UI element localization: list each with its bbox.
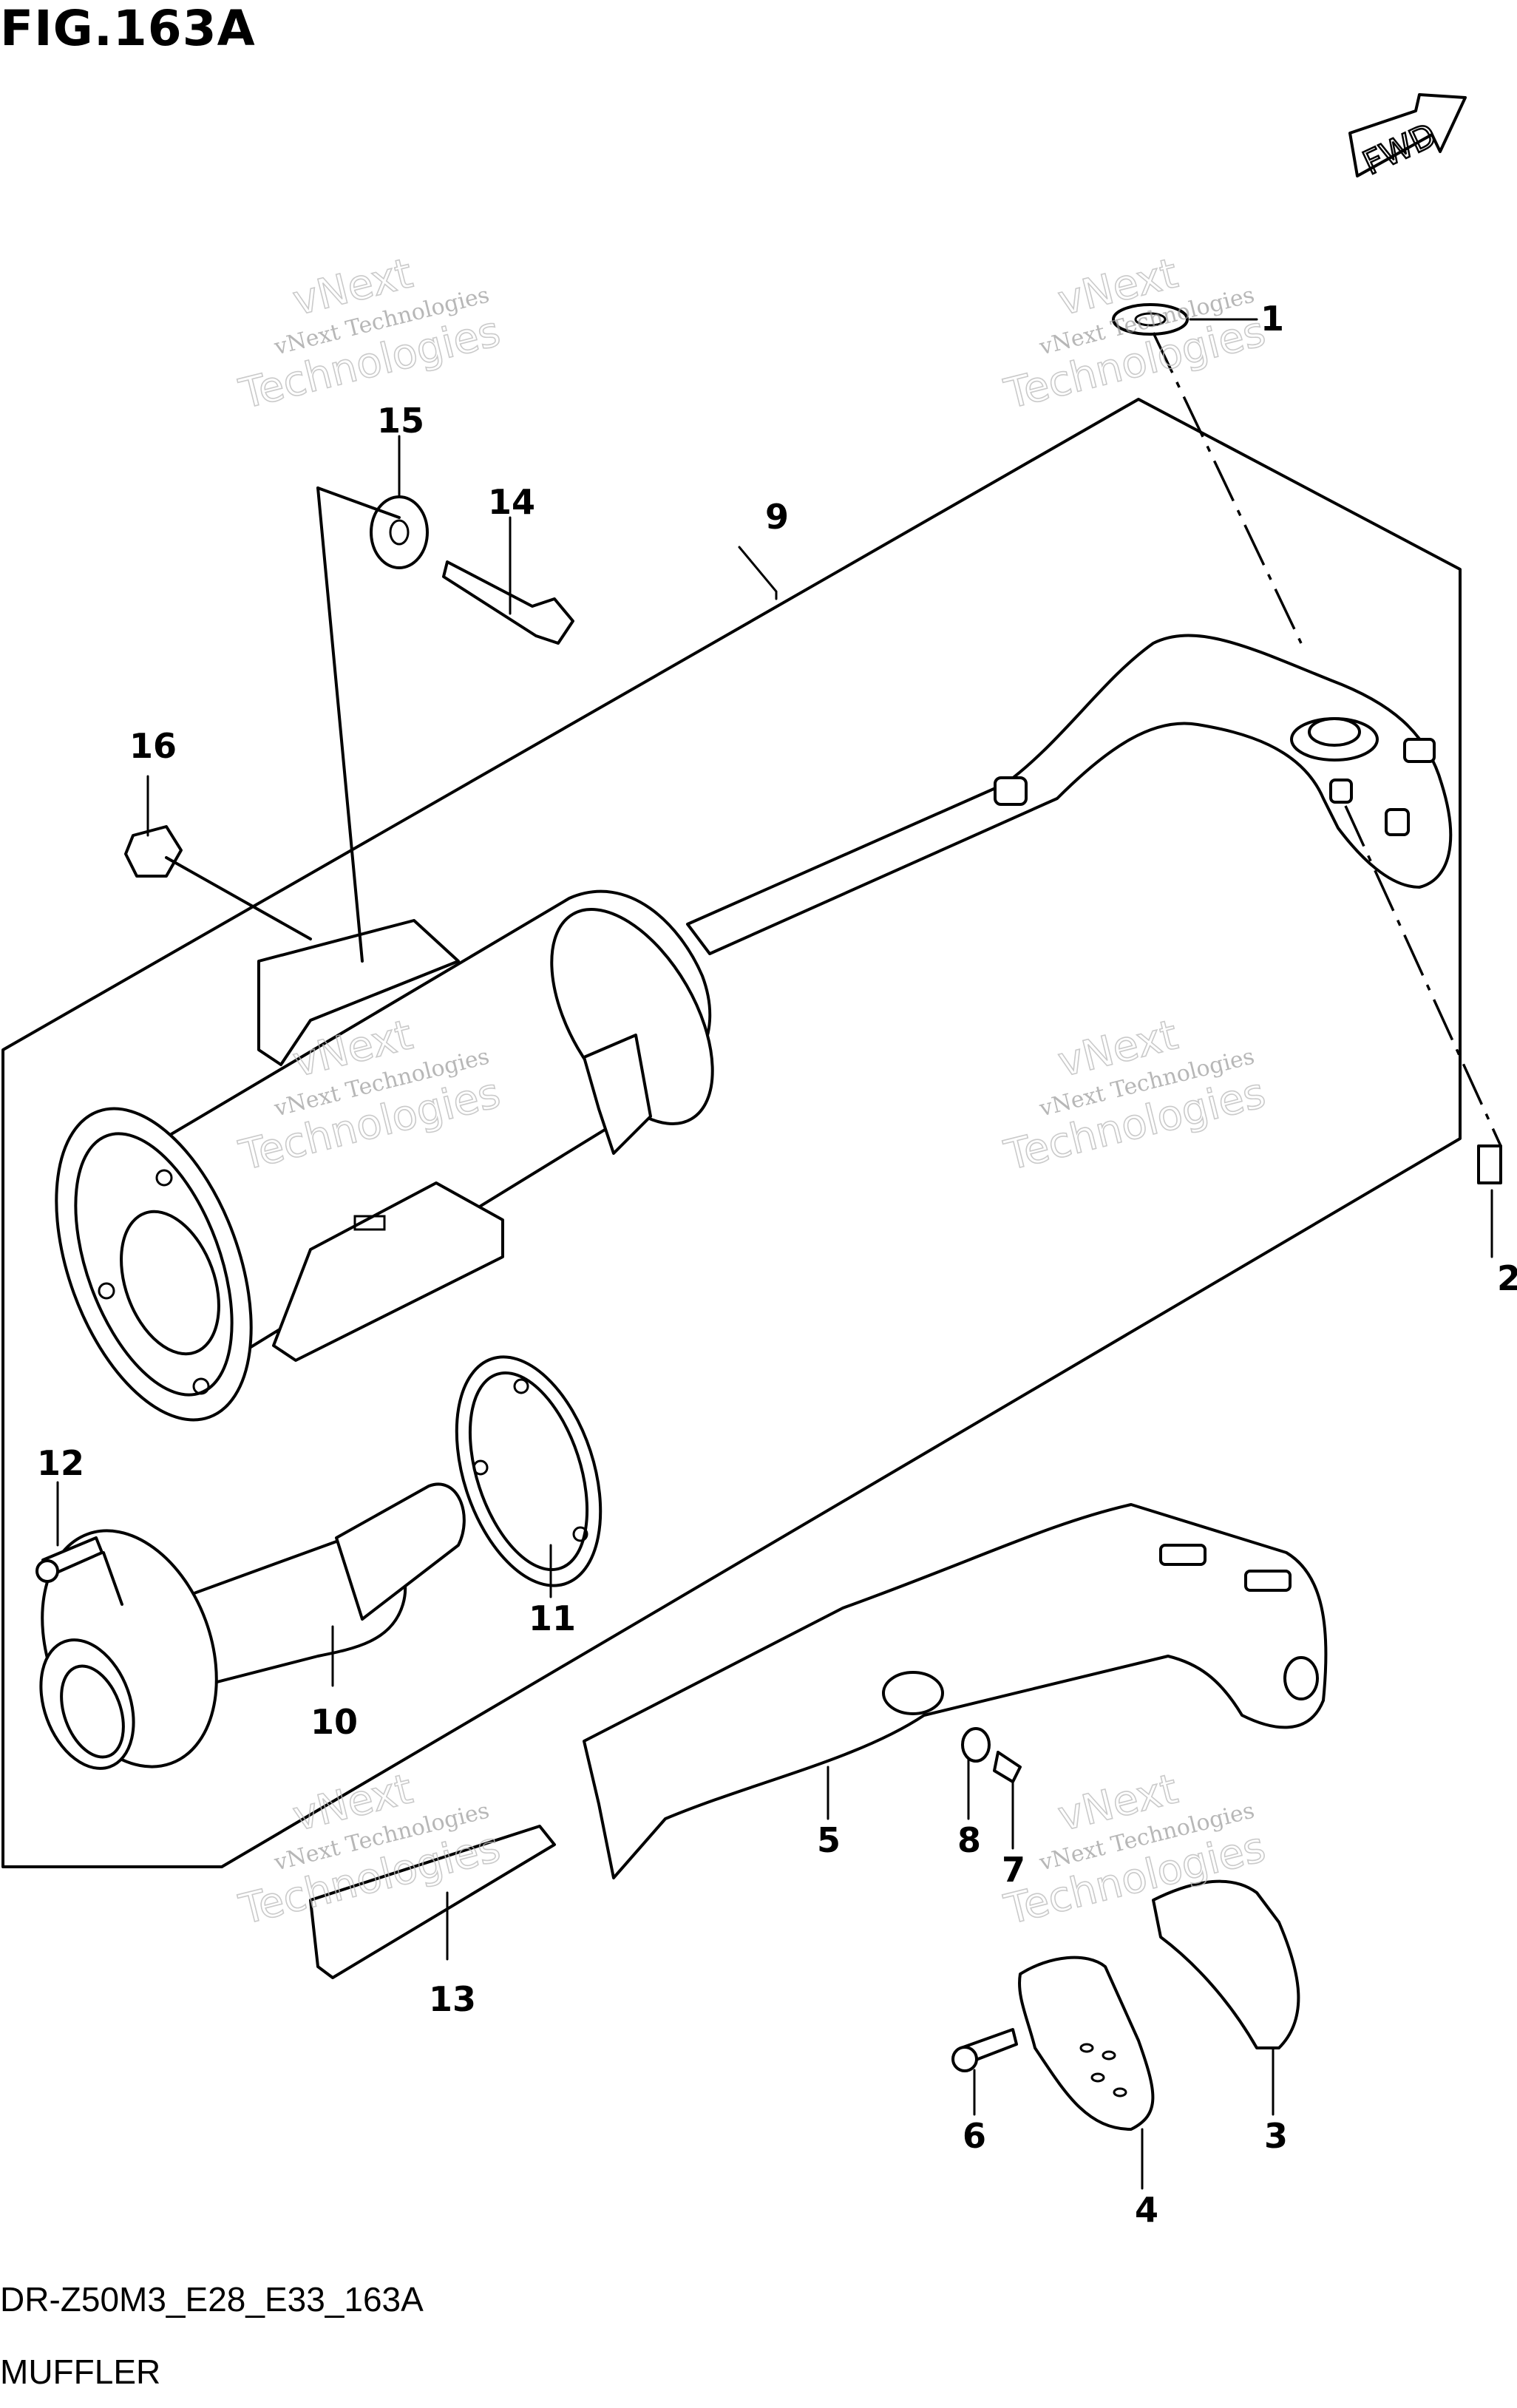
gasket xyxy=(455,1355,603,1587)
tail-pipe xyxy=(39,1482,466,1770)
bolt-2 xyxy=(1477,1144,1502,1184)
callout-11: 11 xyxy=(529,1598,576,1638)
watermark-4: vNext vNext Technologies Technologies xyxy=(999,1011,1270,1181)
exhaust-pipe xyxy=(686,634,1453,955)
callout-2: 2 xyxy=(1497,1258,1517,1298)
watermark-1: vNext vNext Technologies Technologies xyxy=(234,249,505,420)
callout-4: 4 xyxy=(1135,2190,1158,2230)
callout-1: 1 xyxy=(1260,299,1284,339)
callout-15: 15 xyxy=(377,401,424,441)
callout-8: 8 xyxy=(957,1820,981,1860)
guard-4 xyxy=(1018,1956,1155,2131)
washer-1 xyxy=(1112,303,1189,336)
diagram-code: DR-Z50M3_E28_E33_163A xyxy=(0,2280,424,2319)
callout-5: 5 xyxy=(817,1820,841,1860)
bolt-14 xyxy=(442,560,574,645)
guard-3 xyxy=(1152,1879,1300,2049)
callout-12: 12 xyxy=(37,1443,84,1483)
callout-6: 6 xyxy=(963,2116,986,2156)
muffler-cover xyxy=(583,1503,1328,1879)
callout-16: 16 xyxy=(129,726,177,766)
section-name: MUFFLER xyxy=(0,2353,161,2391)
bolt-7 xyxy=(993,1751,1022,1783)
protector xyxy=(309,1825,556,1979)
washer-8 xyxy=(961,1727,991,1763)
washer-15 xyxy=(370,495,429,569)
callout-7: 7 xyxy=(1002,1850,1025,1890)
callout-10: 10 xyxy=(310,1702,358,1742)
fwd-arrow-icon: FWD xyxy=(1348,93,1467,183)
bolt-6 xyxy=(951,2028,1018,2072)
callout-13: 13 xyxy=(429,1979,476,2019)
nut-16 xyxy=(124,825,183,878)
figure-title: FIG.163A xyxy=(0,0,256,57)
callout-9: 9 xyxy=(765,497,789,537)
callout-14: 14 xyxy=(488,482,535,522)
assembly-outline xyxy=(1,398,1462,1868)
muffler-body xyxy=(55,889,714,1422)
watermark-2: vNext vNext Technologies Technologies xyxy=(999,249,1270,420)
callout-3: 3 xyxy=(1264,2116,1288,2156)
